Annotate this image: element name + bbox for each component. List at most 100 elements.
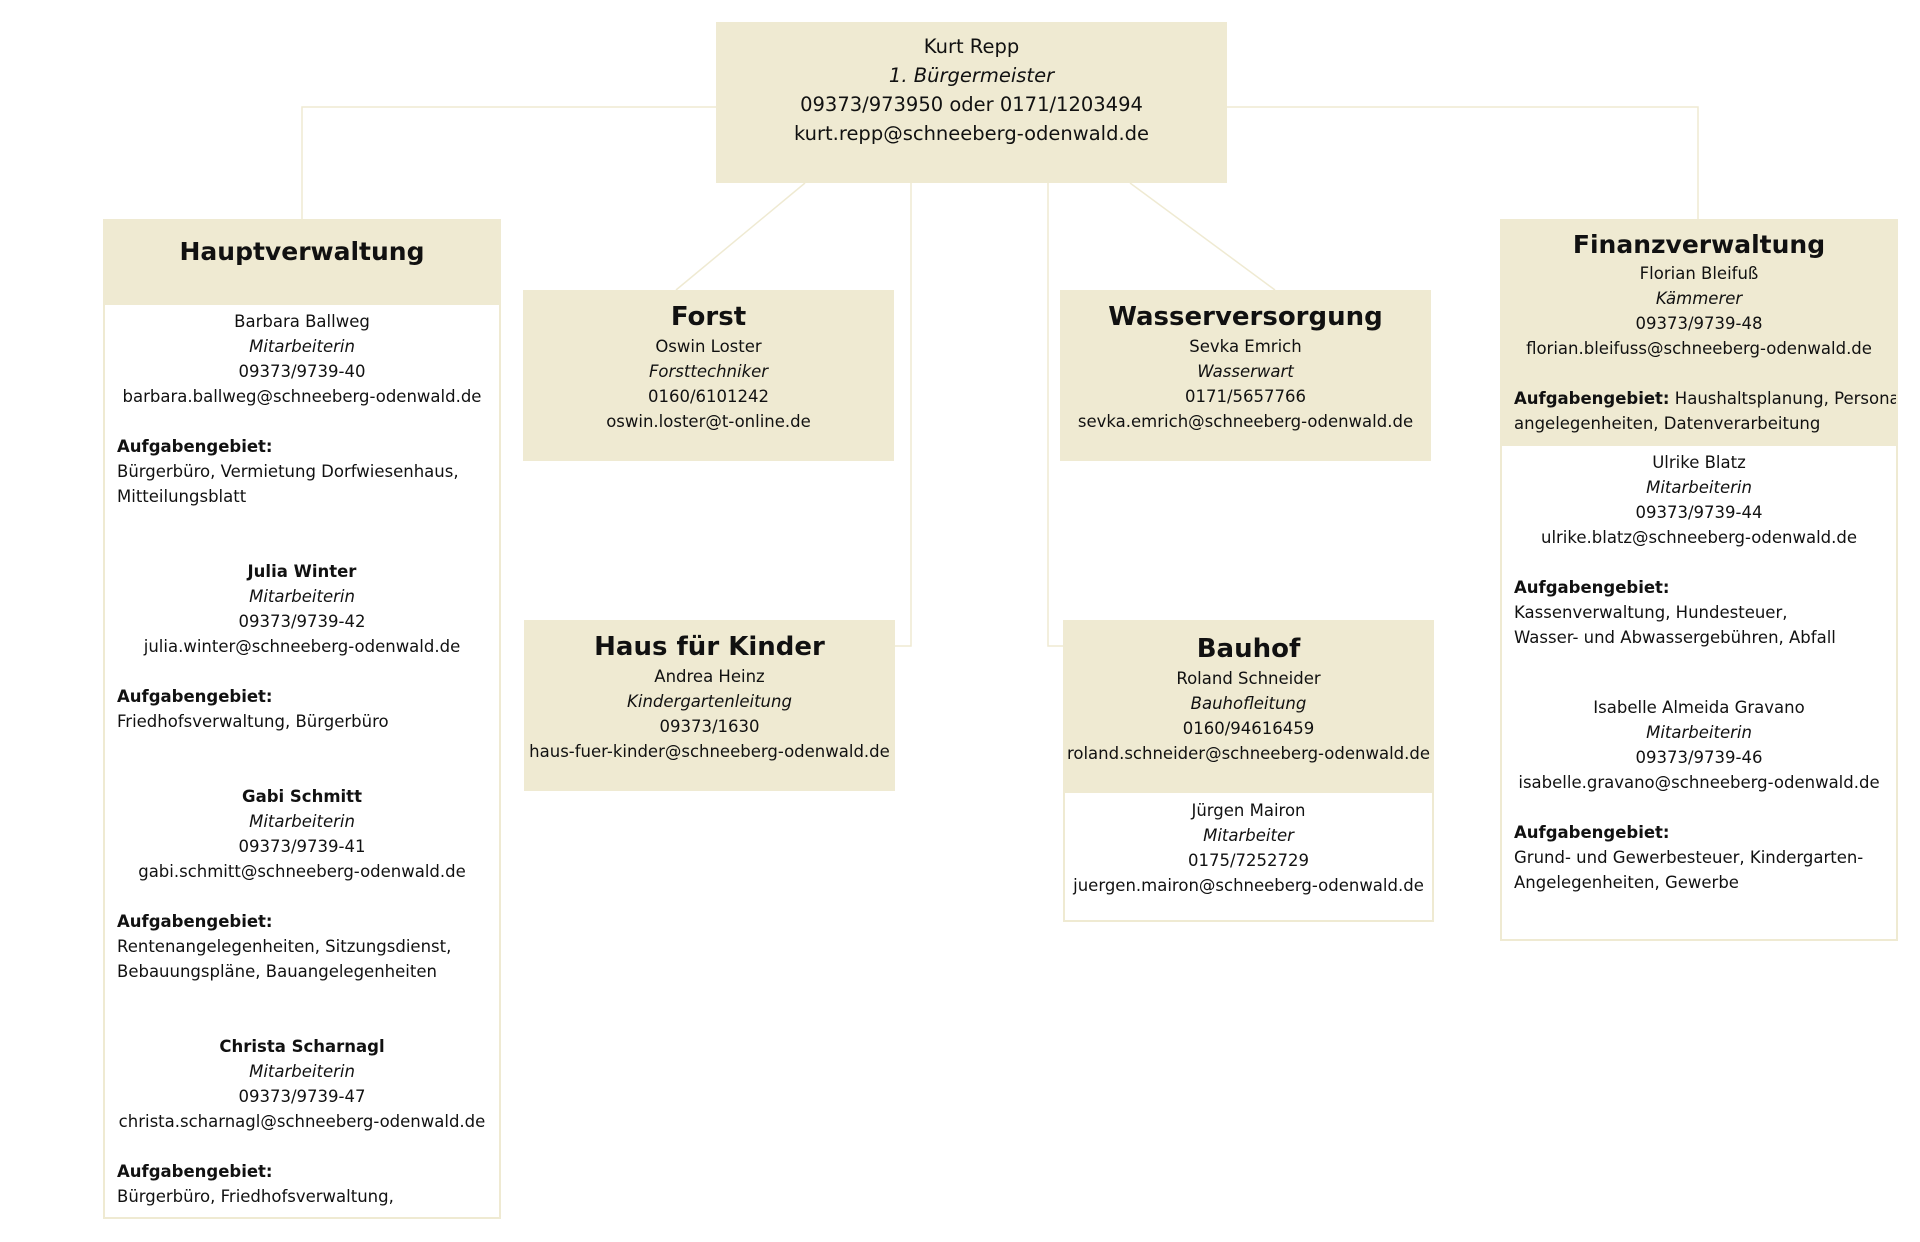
task-label: Aufgabengebiet: — [117, 1162, 273, 1181]
person-barbara-ballweg: Barbara Ballweg Mitarbeiterin 09373/9739… — [105, 309, 499, 509]
haus-fuer-kinder-name: Andrea Heinz — [654, 667, 765, 686]
task-label: Aufgabengebiet: — [1514, 389, 1670, 408]
task-line: Mitteilungsblatt — [117, 487, 247, 506]
haus-fuer-kinder-title: Haus für Kinder — [594, 632, 825, 662]
mayor-box: Kurt Repp 1. Bürgermeister 09373/973950 … — [716, 22, 1227, 183]
finanzverwaltung-box: Finanzverwaltung Florian Bleifuß Kämmere… — [1500, 219, 1898, 941]
bauhof-title: Bauhof — [1196, 634, 1301, 664]
person-juergen-mairon: Jürgen Mairon Mitarbeiter 0175/7252729 j… — [1065, 793, 1432, 898]
mayor-name: Kurt Repp — [923, 35, 1020, 58]
person-email[interactable]: ulrike.blatz@schneeberg-odenwald.de — [1540, 528, 1858, 547]
person-email[interactable]: isabelle.gravano@schneeberg-odenwald.de — [1518, 773, 1880, 792]
task-label: Aufgabengebiet: — [1514, 823, 1670, 842]
wasserversorgung-box: Wasserversorgung Sevka Emrich Wasserwart… — [1060, 290, 1431, 461]
person-role: Mitarbeiterin — [249, 1062, 355, 1081]
finanzverwaltung-role: Kämmerer — [1655, 289, 1743, 308]
task-line: Angelegenheiten, Gewerbe — [1514, 873, 1739, 892]
person-name: Ulrike Blatz — [1652, 453, 1746, 472]
task-line: Bürgerbüro, Vermietung Dorfwiesenhaus, — [117, 462, 459, 481]
bauhof-header: Bauhof Roland Schneider Bauhofleitung 01… — [1065, 622, 1432, 793]
wasserversorgung-phone: 0171/5657766 — [1184, 387, 1307, 406]
person-role: Mitarbeiterin — [249, 337, 355, 356]
forst-box: Forst Oswin Loster Forsttechniker 0160/6… — [523, 290, 894, 461]
forst-role: Forsttechniker — [648, 362, 769, 381]
forst-email[interactable]: oswin.loster@t-online.de — [606, 412, 811, 431]
task-line: Rentenangelegenheiten, Sitzungsdienst, — [117, 937, 452, 956]
wasserversorgung-name: Sevka Emrich — [1189, 337, 1302, 356]
person-phone: 09373/9739-46 — [1635, 748, 1763, 767]
forst-phone: 0160/6101242 — [647, 387, 770, 406]
task-line: Bebauungspläne, Bauangelegenheiten — [117, 962, 437, 981]
haus-fuer-kinder-phone: 09373/1630 — [659, 717, 760, 736]
person-name: Gabi Schmitt — [242, 787, 362, 806]
connector-to-wasserversorgung — [1129, 182, 1276, 291]
mayor-email[interactable]: kurt.repp@schneeberg-odenwald.de — [793, 122, 1150, 145]
finanzverwaltung-email[interactable]: florian.bleifuss@schneeberg-odenwald.de — [1526, 339, 1872, 358]
mayor-role: 1. Bürgermeister — [888, 64, 1055, 87]
person-gabi-schmitt: Gabi Schmitt Mitarbeiterin 09373/9739-41… — [105, 784, 499, 984]
finanzverwaltung-header: Finanzverwaltung Florian Bleifuß Kämmere… — [1502, 221, 1896, 446]
haus-fuer-kinder-role: Kindergartenleitung — [627, 692, 792, 711]
connector-to-haus-fuer-kinder — [895, 183, 912, 647]
person-isabelle-almeida-gravano: Isabelle Almeida Gravano Mitarbeiterin 0… — [1502, 695, 1896, 895]
person-role: Mitarbeiterin — [1646, 723, 1752, 742]
mayor-phone: 09373/973950 oder 0171/1203494 — [800, 93, 1143, 116]
task-label: Aufgabengebiet: — [1514, 578, 1670, 597]
person-julia-winter: Julia Winter Mitarbeiterin 09373/9739-42… — [105, 559, 499, 734]
wasserversorgung-role: Wasserwart — [1197, 362, 1294, 381]
task-line: Grund- und Gewerbesteuer, Kindergarten- — [1514, 848, 1864, 867]
person-phone: 09373/9739-44 — [1635, 503, 1763, 522]
person-role: Mitarbeiterin — [249, 812, 355, 831]
person-name: Julia Winter — [247, 562, 357, 581]
hauptverwaltung-title: Hauptverwaltung — [179, 237, 425, 266]
person-name: Christa Scharnagl — [219, 1037, 385, 1056]
wasserversorgung-title: Wasserversorgung — [1108, 302, 1383, 332]
task-line: Kassenverwaltung, Hundesteuer, — [1514, 603, 1788, 622]
person-phone: 09373/9739-41 — [238, 837, 366, 856]
hauptverwaltung-header: Hauptverwaltung — [105, 221, 499, 305]
task-line: angelegenheiten, Datenverarbeitung — [1514, 414, 1821, 433]
connector-to-forst — [675, 182, 806, 291]
person-email[interactable]: christa.scharnagl@schneeberg-odenwald.de — [118, 1112, 486, 1131]
bauhof-email[interactable]: roland.schneider@schneeberg-odenwald.de — [1066, 744, 1431, 763]
person-role: Mitarbeiterin — [249, 587, 355, 606]
person-email[interactable]: barbara.ballweg@schneeberg-odenwald.de — [122, 387, 482, 406]
task-line: Bürgerbüro, Friedhofsverwaltung, — [117, 1187, 394, 1206]
task-line: Haushaltsplanung, Personal- — [1674, 389, 1898, 408]
bauhof-box: Bauhof Roland Schneider Bauhofleitung 01… — [1063, 620, 1434, 922]
task-label: Aufgabengebiet: — [117, 912, 273, 931]
task-line: Friedhofsverwaltung, Bürgerbüro — [117, 712, 389, 731]
person-phone: 09373/9739-40 — [238, 362, 366, 381]
person-ulrike-blatz: Ulrike Blatz Mitarbeiterin 09373/9739-44… — [1502, 450, 1896, 650]
finanzverwaltung-phone: 09373/9739-48 — [1635, 314, 1763, 333]
person-phone: 0175/7252729 — [1187, 851, 1310, 870]
task-label: Aufgabengebiet: — [117, 437, 273, 456]
task-label: Aufgabengebiet: — [117, 687, 273, 706]
bauhof-name: Roland Schneider — [1176, 669, 1321, 688]
haus-fuer-kinder-box: Haus für Kinder Andrea Heinz Kindergarte… — [524, 620, 895, 791]
person-role: Mitarbeiter — [1203, 826, 1294, 845]
person-name: Barbara Ballweg — [234, 312, 370, 331]
bauhof-role: Bauhofleitung — [1190, 694, 1307, 713]
person-name: Jürgen Mairon — [1191, 801, 1306, 820]
hauptverwaltung-box: Hauptverwaltung Barbara Ballweg Mitarbei… — [103, 219, 501, 1219]
connector-to-hauptverwaltung — [301, 106, 716, 219]
person-phone: 09373/9739-42 — [238, 612, 366, 631]
person-phone: 09373/9739-47 — [238, 1087, 366, 1106]
bauhof-phone: 0160/94616459 — [1182, 719, 1315, 738]
finanzverwaltung-title: Finanzverwaltung — [1572, 230, 1826, 259]
haus-fuer-kinder-email[interactable]: haus-fuer-kinder@schneeberg-odenwald.de — [529, 742, 890, 761]
person-email[interactable]: gabi.schmitt@schneeberg-odenwald.de — [138, 862, 466, 881]
task-line: Wasser- und Abwassergebühren, Abfall — [1514, 628, 1836, 647]
connector-to-finanzverwaltung — [1226, 106, 1699, 219]
person-email[interactable]: julia.winter@schneeberg-odenwald.de — [143, 637, 461, 656]
person-christa-scharnagl: Christa Scharnagl Mitarbeiterin 09373/97… — [105, 1034, 499, 1209]
forst-name: Oswin Loster — [655, 337, 762, 356]
connector-to-bauhof — [1047, 183, 1064, 647]
person-email[interactable]: juergen.mairon@schneeberg-odenwald.de — [1073, 876, 1424, 895]
wasserversorgung-email[interactable]: sevka.emrich@schneeberg-odenwald.de — [1077, 412, 1414, 431]
forst-title: Forst — [670, 302, 747, 332]
person-role: Mitarbeiterin — [1646, 478, 1752, 497]
person-name: Isabelle Almeida Gravano — [1593, 698, 1805, 717]
